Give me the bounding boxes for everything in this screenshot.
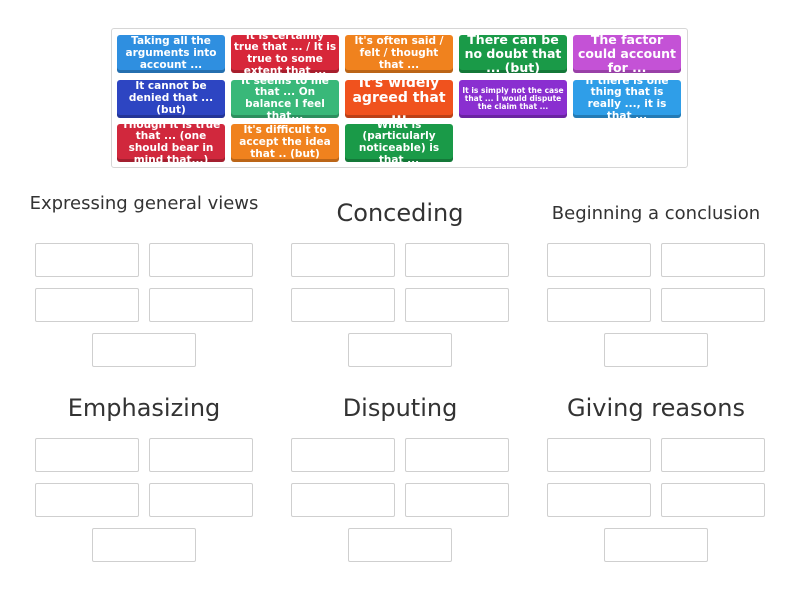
drop-slot[interactable] — [405, 288, 509, 322]
drop-slot[interactable] — [291, 438, 395, 472]
drop-slot[interactable] — [348, 333, 452, 367]
drop-slot[interactable] — [547, 243, 651, 277]
drop-slot[interactable] — [92, 528, 196, 562]
drop-slot[interactable] — [405, 483, 509, 517]
answer-card[interactable]: It cannot be denied that ... (but) — [117, 80, 225, 118]
drop-slot[interactable] — [92, 333, 196, 367]
drop-slot[interactable] — [661, 243, 765, 277]
drop-slot[interactable] — [291, 288, 395, 322]
drop-slot[interactable] — [661, 288, 765, 322]
answer-card[interactable]: It's widely agreed that ... — [345, 80, 453, 118]
group-title-giving-reasons: Giving reasons — [567, 394, 745, 422]
answer-card[interactable]: If there is one thing that is really ...… — [573, 80, 681, 118]
drop-slot[interactable] — [149, 483, 253, 517]
answer-card[interactable]: There can be no doubt that ... (but) — [459, 35, 567, 73]
drop-slot[interactable] — [291, 483, 395, 517]
drop-slot[interactable] — [604, 528, 708, 562]
drop-slot[interactable] — [291, 243, 395, 277]
answer-card[interactable]: Taking all the arguments into account ..… — [117, 35, 225, 73]
drop-slot[interactable] — [547, 438, 651, 472]
drop-slot[interactable] — [35, 438, 139, 472]
drop-slot[interactable] — [149, 288, 253, 322]
drop-slot[interactable] — [35, 288, 139, 322]
group-title-expressing-general-views: Expressing general views — [29, 193, 259, 214]
drop-slot[interactable] — [661, 483, 765, 517]
group-title-emphasizing: Emphasizing — [67, 394, 221, 422]
answer-card[interactable]: It is certainly true that ... / It is tr… — [231, 35, 339, 73]
answer-card[interactable]: It's difficult to accept the idea that .… — [231, 124, 339, 162]
drop-slot[interactable] — [405, 438, 509, 472]
answer-card[interactable]: The factor could account for ... — [573, 35, 681, 73]
drop-slot[interactable] — [405, 243, 509, 277]
drop-slot[interactable] — [149, 243, 253, 277]
group-title-disputing: Disputing — [342, 394, 458, 422]
answer-card[interactable]: Though it is true that ... (one should b… — [117, 124, 225, 162]
drop-slot[interactable] — [547, 483, 651, 517]
drop-slot[interactable] — [604, 333, 708, 367]
drop-slot[interactable] — [35, 483, 139, 517]
answer-card[interactable]: It's often said / felt / thought that ..… — [345, 35, 453, 73]
answer-card[interactable]: It seems to me that ... On balance I fee… — [231, 80, 339, 118]
group-title-conceding: Conceding — [336, 199, 464, 227]
drop-slot[interactable] — [35, 243, 139, 277]
drop-slot[interactable] — [348, 528, 452, 562]
group-title-beginning-a-conclusion: Beginning a conclusion — [551, 203, 761, 224]
drop-slot[interactable] — [149, 438, 253, 472]
drop-slot[interactable] — [661, 438, 765, 472]
answer-card[interactable]: It is simply not the case that ... I wou… — [459, 80, 567, 118]
answer-card[interactable]: What is (particularly noticeable) is tha… — [345, 124, 453, 162]
drop-slot[interactable] — [547, 288, 651, 322]
card-tray: Taking all the arguments into account ..… — [111, 28, 688, 168]
